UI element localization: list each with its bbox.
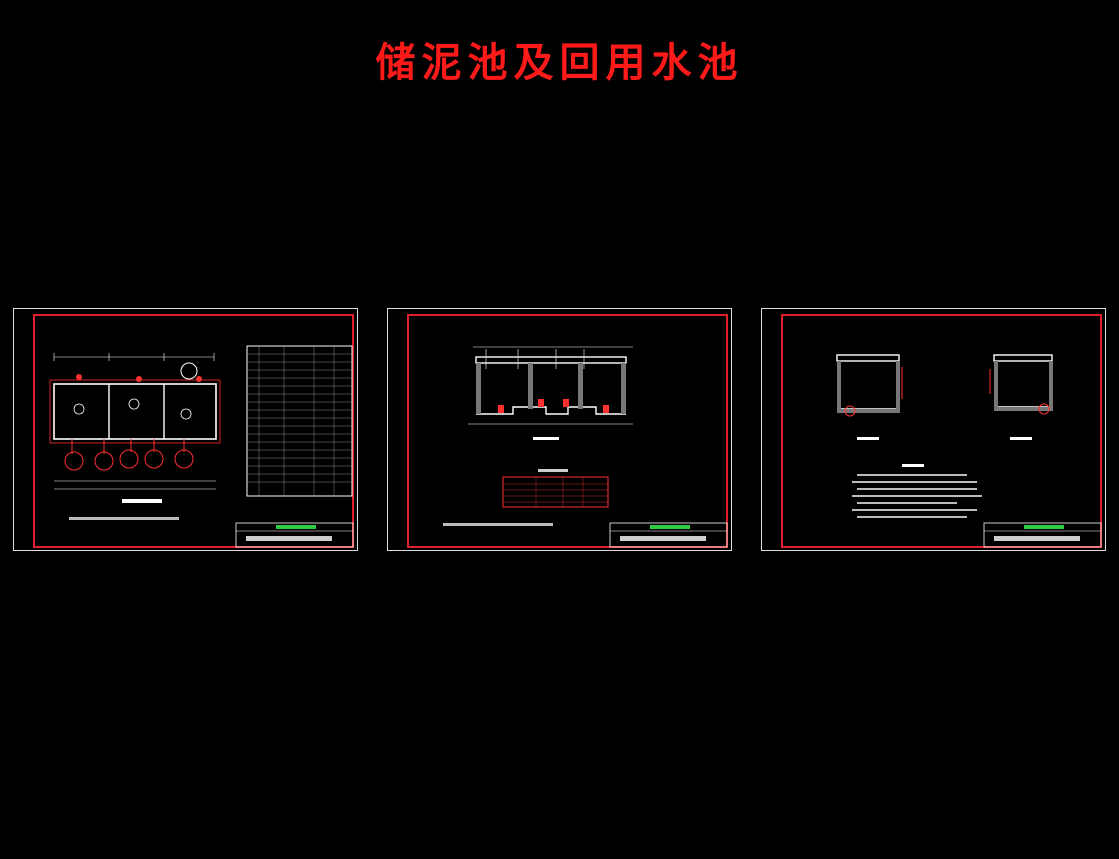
sheet-inner-frame: [781, 314, 1102, 548]
plan-drawing: [33, 314, 354, 548]
pump-symbols: [64, 439, 194, 471]
title-block: [983, 522, 1102, 548]
section-drawing: [407, 314, 728, 548]
pipe-schedule-table: [502, 476, 609, 508]
section-a: [836, 354, 900, 410]
drawing-sheet-details[interactable]: [761, 308, 1106, 551]
plan-caption-mark: [122, 499, 162, 503]
title-block: [609, 522, 728, 548]
manhole-symbol: [180, 362, 198, 380]
tank-outline: [53, 383, 217, 440]
drawing-sheet-section[interactable]: [387, 308, 732, 551]
material-schedule-table: [246, 345, 353, 497]
details-drawing: [781, 314, 1102, 548]
title-block: [235, 522, 354, 548]
pipe-markers: [498, 399, 609, 413]
general-notes: [852, 474, 982, 518]
sheet-inner-frame: [33, 314, 354, 548]
section-b: [993, 354, 1053, 408]
drawing-title: 储泥池及回用水池: [375, 39, 744, 86]
sheet-inner-frame: [407, 314, 728, 548]
drawing-sheet-plan[interactable]: [13, 308, 358, 551]
